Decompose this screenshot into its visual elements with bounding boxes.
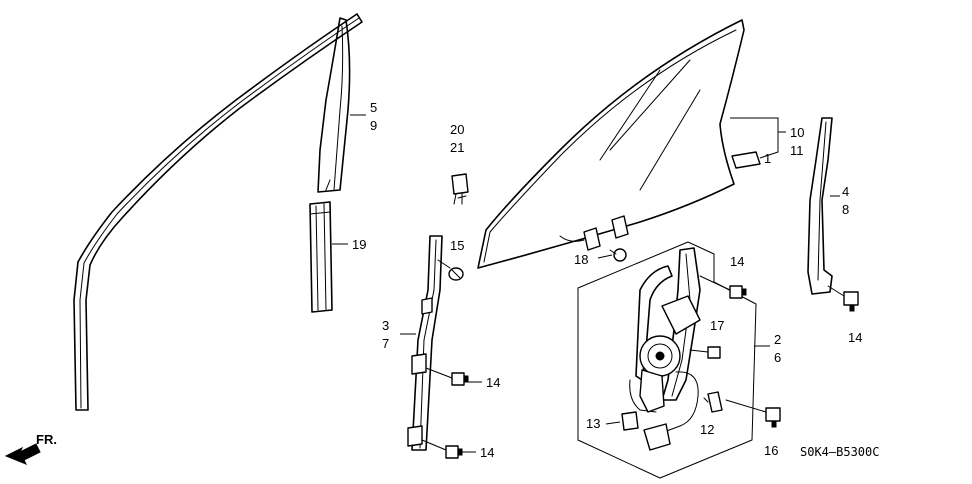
door-outer-weatherstrip: [73, 13, 363, 411]
callout-10: 10: [790, 125, 804, 140]
diagram-part-code: S0K4–B5300C: [800, 445, 879, 459]
callout-17: 17: [710, 318, 724, 333]
callout-15: 15: [450, 238, 464, 253]
callout-18: 18: [574, 252, 588, 267]
retainer-clip: [451, 173, 469, 205]
front-arrow-icon: [4, 443, 41, 465]
front-sash-guide: [407, 235, 443, 451]
callout-12: 12: [700, 422, 714, 437]
callout-19: 19: [352, 237, 366, 252]
glass-run-channel-upper: [317, 17, 351, 193]
door-glass: [477, 19, 745, 269]
callout-9: 9: [370, 118, 377, 133]
bolt-14-rear: [827, 285, 859, 312]
glass-run-channel-lower: [309, 201, 333, 313]
bolt-15: [437, 259, 464, 281]
glass-label-sticker: [731, 151, 761, 169]
front-direction-indicator: FR.: [4, 432, 57, 465]
regulator-assembly-outline: [577, 241, 757, 479]
harness-clip: [703, 391, 723, 413]
callout-7: 7: [382, 336, 389, 351]
bolt-17: [689, 346, 721, 359]
callout-4: 4: [842, 184, 849, 199]
callout-8: 8: [842, 202, 849, 217]
bolt-18: [609, 248, 627, 262]
callout-14-sash-upper: 14: [486, 375, 500, 390]
callout-20: 20: [450, 122, 464, 137]
callout-11: 11: [790, 143, 804, 158]
callout-13: 13: [586, 416, 600, 431]
bolt-16: [725, 399, 781, 428]
callout-16: 16: [764, 443, 778, 458]
glass-run-channel-rear: [807, 117, 833, 295]
callout-21: 21: [450, 140, 464, 155]
callout-14-rear: 14: [848, 330, 862, 345]
leader-lines: [332, 114, 840, 453]
harness-connector: [621, 411, 639, 431]
window-regulator: [629, 247, 701, 451]
front-direction-label: FR.: [36, 432, 57, 447]
bolt-14-upper-sash: [425, 367, 469, 386]
callout-1: 1: [764, 151, 771, 166]
callout-6: 6: [774, 350, 781, 365]
callout-2: 2: [774, 332, 781, 347]
bolt-14-lower-sash: [421, 439, 463, 459]
callout-numbers: 5 9 19 20 21 15 3 7 14 14 18 14 17 2 6 1…: [352, 100, 862, 460]
callout-14-regulator: 14: [730, 254, 744, 269]
callout-5: 5: [370, 100, 377, 115]
bolt-14-regulator: [699, 275, 747, 299]
callout-3: 3: [382, 318, 389, 333]
callout-14-sash-lower: 14: [480, 445, 494, 460]
